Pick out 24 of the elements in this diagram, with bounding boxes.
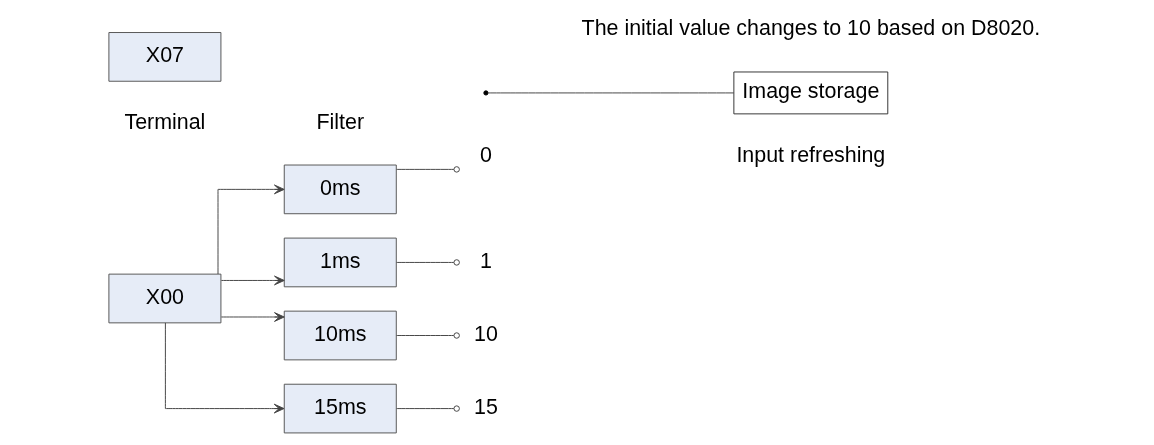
node-text: 1	[479, 248, 492, 273]
node-box: X00	[107, 273, 221, 324]
arrow	[220, 275, 285, 286]
arrow	[220, 312, 285, 322]
arrow	[164, 322, 284, 414]
arrow	[217, 184, 285, 275]
node-box: 0ms	[283, 164, 397, 215]
connector	[395, 166, 460, 173]
label: The initial value changes to 10 based on D8020.	[581, 16, 1040, 41]
connector	[395, 259, 460, 266]
label: Filter	[315, 109, 364, 134]
node-text: 15	[473, 395, 498, 420]
node-box: 10ms	[283, 310, 397, 361]
connector	[487, 92, 734, 94]
connector	[395, 332, 460, 339]
label: Terminal	[123, 109, 205, 134]
node-box: X07	[107, 32, 221, 82]
node-text: 0	[479, 142, 492, 167]
node-box: 15ms	[283, 383, 397, 434]
node-box: Image storage	[732, 71, 888, 115]
connector	[395, 405, 460, 412]
label: Input refreshing	[735, 142, 885, 167]
node-box: 1ms	[283, 237, 397, 288]
node-text: 10	[473, 321, 498, 346]
